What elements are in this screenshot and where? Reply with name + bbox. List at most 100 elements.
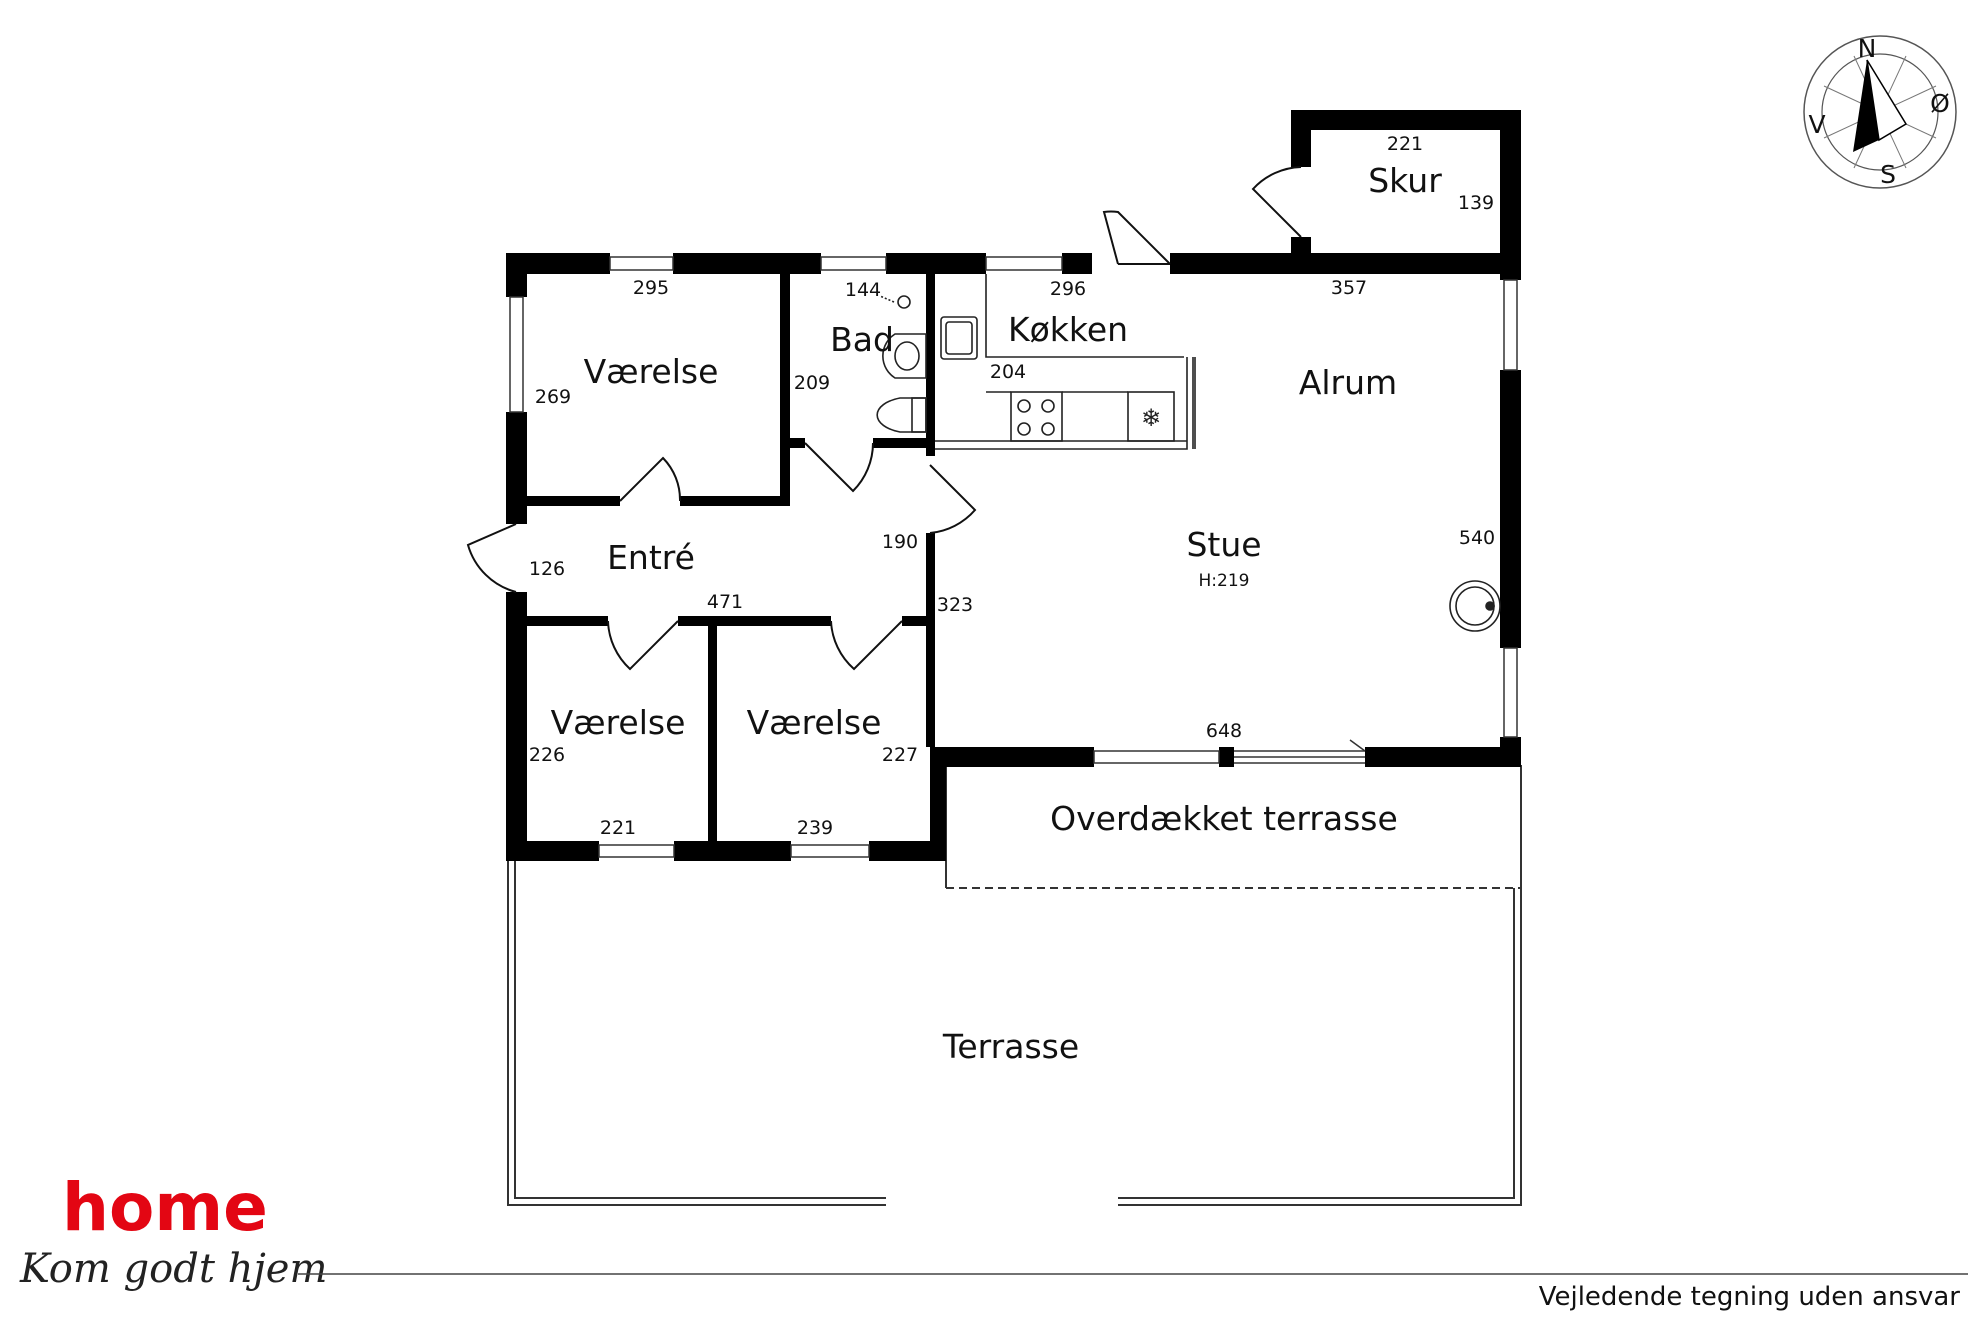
window-bottom-2: [790, 844, 870, 858]
compass-rose: N Ø S V: [1803, 34, 1957, 189]
wood-stove-icon: [1449, 580, 1501, 632]
window-stue-bottom-1: [1093, 750, 1220, 764]
wall-stue-left-lower: [930, 747, 946, 861]
dim-vaerelse-right-height: 227: [882, 744, 918, 766]
room-kokken: Køkken: [1008, 310, 1128, 349]
compass-v: V: [1808, 110, 1825, 139]
compass-outer-ring: [1803, 35, 1957, 189]
sliding-door: [1234, 739, 1366, 764]
brand-logo: home Kom godt hjem: [19, 1169, 327, 1292]
kitchen-fridge-icon: [1127, 391, 1175, 442]
wall-vaerelse-bad-divider: [780, 274, 790, 506]
wall-left-2: [506, 412, 527, 524]
compass-inner-ring: [1821, 53, 1939, 171]
wall-right-3: [1500, 737, 1521, 767]
windows: [509, 256, 1518, 858]
wall-vaerelse-top-bottom-2: [680, 496, 790, 506]
window-top-2: [820, 256, 887, 271]
compass-needle-icon: [1853, 60, 1879, 152]
terrace-right-edge: [1118, 888, 1522, 1206]
room-stue-height: H:219: [1199, 571, 1250, 591]
doors: [466, 166, 1302, 671]
room-alrum: Alrum: [1299, 363, 1397, 402]
compass-n: N: [1858, 34, 1877, 63]
dim-entre-width: 471: [707, 591, 743, 613]
brand-tagline: Kom godt hjem: [19, 1246, 327, 1292]
walls: [506, 110, 1521, 861]
dim-entre-height: 126: [529, 558, 565, 580]
dim-kokken-width: 296: [1050, 278, 1086, 300]
room-stue: Stue: [1186, 525, 1261, 564]
wall-top-2: [673, 253, 821, 274]
toilet-icon: [876, 397, 927, 433]
dim-stue-left: 323: [937, 594, 973, 616]
wall-left-3: [506, 592, 527, 861]
wall-entre-bottom-1: [527, 616, 608, 626]
wall-bottom-2: [674, 841, 791, 861]
dim-entre-right: 190: [882, 531, 918, 553]
wall-shed-top: [1291, 110, 1521, 130]
wall-left-1: [506, 253, 527, 297]
dim-vaerelse-top-width: 295: [633, 277, 669, 299]
wall-right-1: [1500, 110, 1521, 280]
kitchen-sink: [940, 316, 978, 360]
kitchen-counter: [935, 274, 1196, 450]
wall-entre-bottom-3: [902, 616, 926, 626]
wall-entre-right: [926, 533, 935, 747]
room-vaerelse-top: Værelse: [584, 352, 719, 391]
wall-bad-kokken-divider: [926, 274, 935, 456]
door-kokken-ude: [1102, 210, 1171, 265]
door-vaerelse-top: [619, 456, 682, 502]
footer-disclaimer: Vejledende tegning uden ansvar: [1539, 1282, 1961, 1312]
wall-shed-left-2: [1291, 237, 1311, 274]
wall-bottom-1: [506, 841, 599, 861]
door-entre: [466, 523, 517, 593]
terrace-left-edge-inner: [514, 860, 886, 1199]
dim-vaerelse-left-width: 221: [600, 817, 636, 839]
compass-o: Ø: [1930, 89, 1950, 118]
dim-vaerelse-right-width: 239: [797, 817, 833, 839]
room-bad: Bad: [830, 320, 894, 359]
door-bad: [804, 442, 874, 493]
wall-bad-bottom-2: [873, 438, 926, 448]
window-top-1: [609, 256, 674, 271]
wall-top-5: [1170, 253, 1521, 274]
compass-s: S: [1880, 160, 1896, 189]
wall-stue-bottom-2: [1219, 747, 1234, 767]
window-right-2: [1503, 647, 1518, 738]
room-entre: Entré: [607, 538, 695, 577]
shower-head-icon: [897, 295, 911, 309]
terrace-left-edge: [507, 860, 886, 1206]
snowflake-icon: ❄: [1141, 404, 1161, 432]
wall-vaerelse-top-bottom-1: [527, 496, 620, 506]
terrace-right-edge-inner: [1118, 888, 1515, 1199]
room-terrasse: Terrasse: [942, 1027, 1079, 1066]
dim-alrum-width: 357: [1331, 277, 1367, 299]
wall-stue-bottom-1: [930, 747, 1094, 767]
door-vaerelse-left: [607, 620, 679, 671]
room-vaerelse-right: Værelse: [747, 703, 882, 742]
dim-vaerelse-top-height: 269: [535, 386, 571, 408]
wall-top-1: [506, 253, 610, 274]
washbasin-icon: [882, 333, 927, 379]
dim-skur-width: 221: [1387, 133, 1423, 155]
wall-bottom-3: [869, 841, 944, 861]
wall-shed-left-1: [1291, 110, 1311, 167]
wall-entre-bottom-2: [678, 616, 831, 626]
window-right-1: [1503, 279, 1518, 371]
wall-vaerelse-divider: [708, 616, 717, 841]
wall-right-2: [1500, 370, 1521, 648]
room-skur: Skur: [1368, 161, 1442, 200]
kitchen-hob-icon: [1010, 391, 1063, 442]
door-stue: [929, 464, 977, 534]
dim-vaerelse-left-height: 226: [529, 744, 565, 766]
window-top-3: [985, 256, 1063, 271]
door-vaerelse-right: [830, 620, 903, 671]
window-bottom-1: [598, 844, 675, 858]
wall-bad-bottom-1: [790, 438, 805, 448]
dim-kokken-height: 204: [990, 361, 1026, 383]
dim-stue-right: 540: [1459, 527, 1495, 549]
wall-top-4: [1062, 253, 1092, 274]
dim-skur-height: 139: [1458, 192, 1494, 214]
